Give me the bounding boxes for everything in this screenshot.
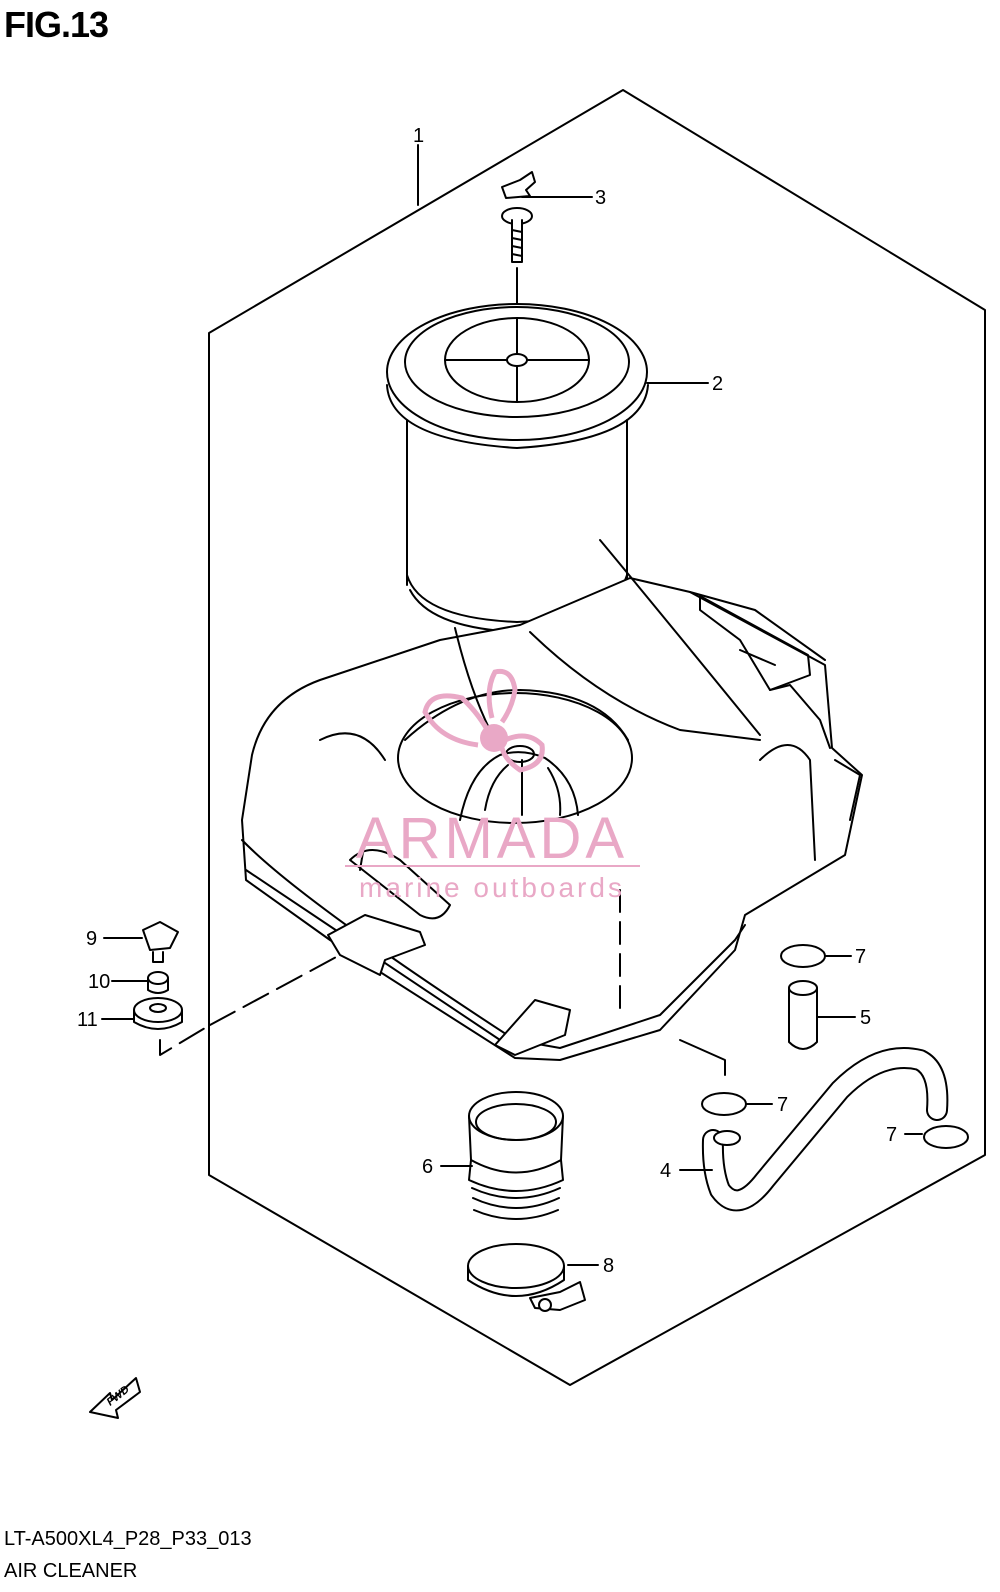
callout-5: 5 bbox=[860, 1007, 871, 1029]
callout-6: 6 bbox=[422, 1156, 433, 1178]
callout-3: 3 bbox=[595, 187, 606, 209]
watermark-subtitle: marine outboards bbox=[359, 872, 625, 903]
callout-7a: 7 bbox=[855, 946, 866, 968]
part-short-hose bbox=[788, 980, 818, 1050]
callout-10: 10 bbox=[88, 971, 110, 993]
callout-leaders bbox=[101, 144, 923, 1266]
callout-7b: 7 bbox=[777, 1094, 788, 1116]
armada-watermark: ARMADA marine outboards bbox=[345, 668, 640, 903]
figure-title: FIG.13 bbox=[4, 4, 109, 45]
propeller-logo-icon bbox=[422, 668, 545, 773]
part-bolt-grommet-stack bbox=[133, 921, 183, 1030]
callout-7c: 7 bbox=[886, 1124, 897, 1146]
watermark-name: ARMADA bbox=[356, 806, 628, 871]
callout-2: 2 bbox=[712, 373, 723, 395]
callout-4: 4 bbox=[660, 1160, 671, 1182]
callout-9: 9 bbox=[86, 928, 97, 950]
callout-1: 1 bbox=[413, 125, 424, 147]
part-air-cleaner-case bbox=[241, 539, 863, 1061]
callout-8: 8 bbox=[603, 1255, 614, 1277]
assembly-boundary bbox=[208, 89, 986, 1386]
diagram-code: LT-A500XL4_P28_P33_013 bbox=[4, 1528, 252, 1550]
diagram-name: AIR CLEANER bbox=[4, 1560, 138, 1582]
part-intake-boot bbox=[468, 1091, 564, 1220]
part-clamp-rings bbox=[701, 944, 969, 1149]
callout-11: 11 bbox=[77, 1009, 98, 1031]
part-hose bbox=[701, 1047, 949, 1212]
part-hose-clamp bbox=[467, 1243, 586, 1312]
part-air-filter bbox=[386, 303, 649, 633]
fwd-arrow-icon bbox=[89, 1377, 141, 1419]
